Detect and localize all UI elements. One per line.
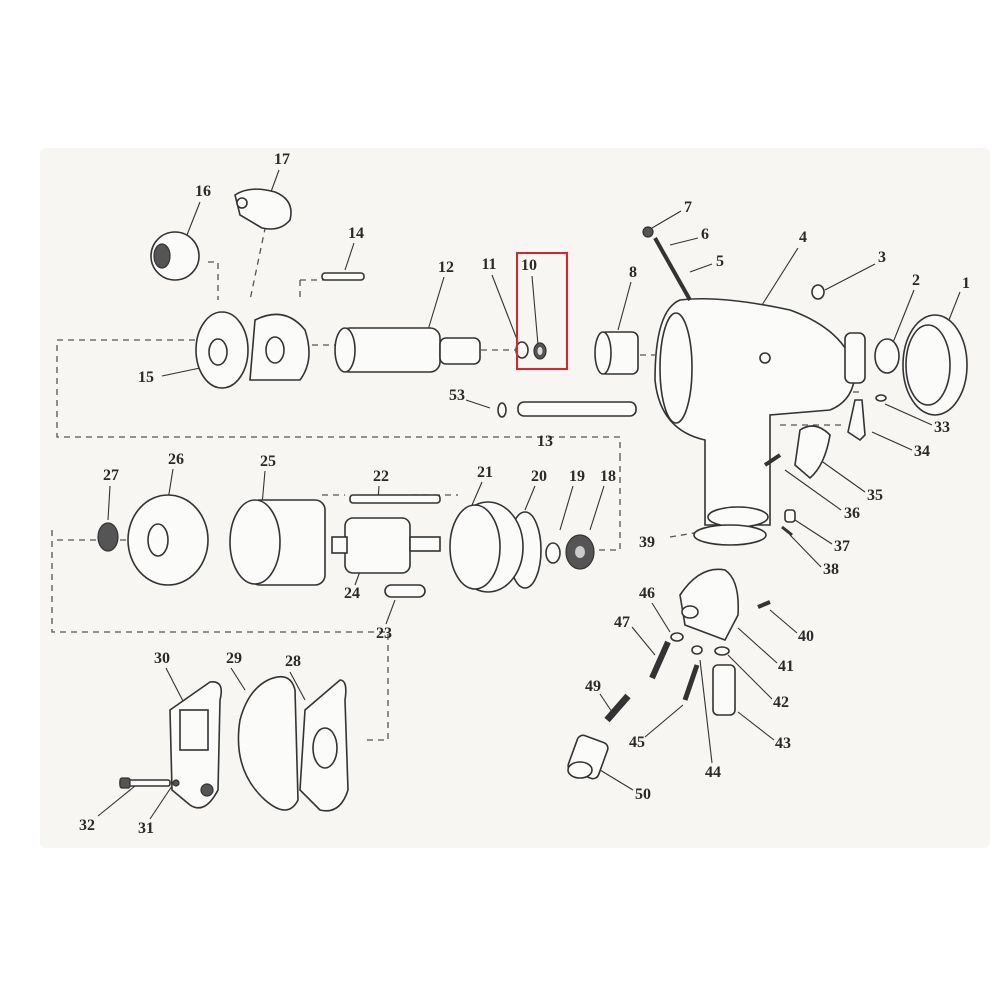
part-26-rear-plate-icon — [127, 494, 209, 586]
part-label-11: 11 — [481, 256, 497, 273]
part-12-hammer-anvil-icon — [334, 327, 481, 373]
part-39-gasket-icon — [693, 524, 767, 546]
part-label-22: 22 — [373, 468, 389, 485]
part-label-42: 42 — [773, 694, 789, 711]
part-19-washer-icon — [545, 542, 561, 564]
part-label-38: 38 — [823, 561, 839, 578]
part-32-screw-icon — [119, 777, 171, 789]
part-label-40: 40 — [798, 628, 814, 645]
part-17-hammer-icon — [234, 188, 292, 230]
part-label-29: 29 — [226, 650, 242, 667]
part-label-37: 37 — [834, 538, 850, 555]
part-27-bearing-icon — [97, 522, 119, 552]
part-label-41: 41 — [778, 658, 794, 675]
part-10-nut-icon — [533, 342, 547, 360]
part-35-trigger-icon — [794, 425, 831, 480]
part-25-cylinder-icon — [229, 499, 326, 586]
highlight-box-part-10 — [516, 252, 568, 370]
part-label-45: 45 — [629, 734, 645, 751]
part-3-plug-icon — [811, 284, 825, 300]
part-2-washer-icon — [874, 338, 900, 374]
part-label-21: 21 — [477, 464, 493, 481]
part-30-rear-cover-icon — [169, 681, 223, 809]
part-label-27: 27 — [103, 467, 119, 484]
leader-lines — [97, 169, 961, 820]
part-33-pin-icon — [875, 394, 887, 402]
part-label-50: 50 — [635, 786, 651, 803]
part-23-blade-icon — [384, 584, 426, 598]
part-5-6-7-screw-icon — [642, 226, 692, 301]
part-42-o-ring-icon — [714, 646, 730, 656]
part-label-32: 32 — [79, 817, 95, 834]
part-15-hammer-cage-icon — [195, 311, 310, 389]
part-13-throttle-valve-icon — [517, 401, 637, 417]
part-label-18: 18 — [600, 468, 616, 485]
part-label-31: 31 — [138, 820, 154, 837]
part-44-ring-icon — [691, 645, 703, 655]
part-label-7: 7 — [684, 199, 692, 216]
part-label-19: 19 — [569, 468, 585, 485]
part-45-pin-icon — [682, 664, 700, 701]
part-label-53: 53 — [449, 387, 465, 404]
part-18-bearing-icon — [565, 534, 595, 570]
part-label-26: 26 — [168, 451, 184, 468]
part-label-5: 5 — [716, 253, 724, 270]
part-label-39: 39 — [639, 534, 655, 551]
part-14-pin-icon — [321, 272, 365, 281]
part-label-35: 35 — [867, 487, 883, 504]
part-label-1: 1 — [962, 275, 970, 292]
part-label-2: 2 — [912, 272, 920, 289]
part-28-gasket-icon — [299, 679, 349, 812]
part-49-screen-icon — [604, 693, 631, 723]
part-label-6: 6 — [701, 226, 709, 243]
part-label-33: 33 — [934, 419, 950, 436]
parts — [97, 188, 968, 812]
part-label-17: 17 — [274, 151, 290, 168]
part-4-housing-icon — [654, 297, 866, 528]
part-label-47: 47 — [614, 614, 630, 631]
part-43-valve-icon — [712, 664, 736, 716]
part-label-44: 44 — [705, 764, 721, 781]
part-label-49: 49 — [585, 678, 601, 695]
part-label-23: 23 — [376, 625, 392, 642]
part-label-30: 30 — [154, 650, 170, 667]
part-1-front-cap-icon — [902, 314, 968, 416]
part-50-air-inlet-icon — [567, 734, 609, 780]
part-22-blade-icon — [349, 494, 441, 504]
part-34-lever-icon — [847, 399, 866, 442]
part-label-25: 25 — [260, 453, 276, 470]
part-40-screw-icon — [757, 600, 771, 609]
part-label-28: 28 — [285, 653, 301, 670]
part-label-10: 10 — [521, 257, 537, 274]
part-8-bushing-icon — [594, 331, 639, 375]
part-29-seal-icon — [237, 675, 299, 811]
part-label-14: 14 — [348, 225, 364, 242]
part-label-36: 36 — [844, 505, 860, 522]
part-label-43: 43 — [775, 735, 791, 752]
part-label-16: 16 — [195, 183, 211, 200]
part-label-13: 13 — [537, 433, 553, 450]
part-21-end-plate-icon — [449, 501, 524, 593]
part-16-nut-icon — [150, 231, 200, 281]
part-label-46: 46 — [639, 585, 655, 602]
part-label-4: 4 — [799, 229, 807, 246]
part-24-rotor-icon — [331, 517, 441, 574]
part-31-washer-icon — [172, 779, 180, 787]
part-47-screw-icon — [649, 640, 671, 680]
part-36-pin-icon — [763, 453, 782, 467]
part-41-reverse-valve-housing-icon — [679, 568, 740, 641]
part-38-pin-icon — [781, 525, 793, 537]
part-label-15: 15 — [138, 369, 154, 386]
part-label-12: 12 — [438, 259, 454, 276]
part-label-20: 20 — [531, 468, 547, 485]
part-label-34: 34 — [914, 443, 930, 460]
part-53-o-ring-icon — [497, 402, 507, 418]
part-label-24: 24 — [344, 585, 360, 602]
part-label-3: 3 — [878, 249, 886, 266]
part-46-ring-icon — [670, 632, 684, 642]
part-37-spring-icon — [784, 509, 796, 523]
part-label-8: 8 — [629, 264, 637, 281]
